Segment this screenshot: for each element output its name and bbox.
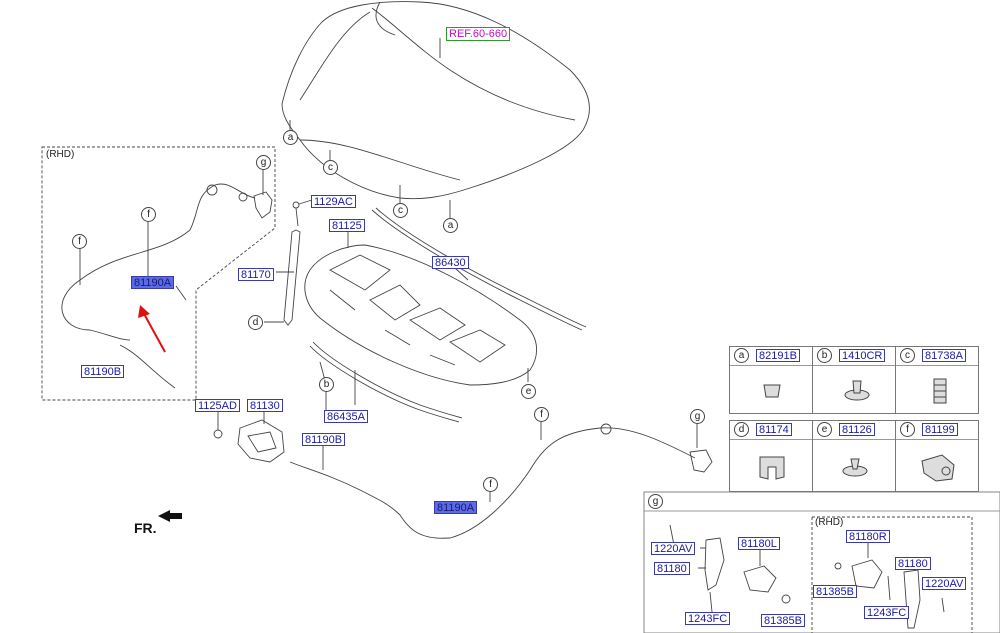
callout-f: f <box>141 207 156 222</box>
legend-cell-b: b 1410CR <box>812 346 896 414</box>
part-86435A[interactable]: 86435A <box>324 410 368 423</box>
part-86430[interactable]: 86430 <box>432 256 469 269</box>
callout-c: c <box>393 203 408 218</box>
callout-d: d <box>248 315 263 330</box>
push-clip-icon <box>763 384 781 398</box>
legend-part[interactable]: 81174 <box>756 423 792 436</box>
legend-part[interactable]: 81199 <box>922 423 958 436</box>
part-1220AV[interactable]: 1220AV <box>922 577 967 590</box>
fr-arrow <box>158 510 182 522</box>
middle-cable <box>289 427 696 539</box>
insulator-pad <box>304 244 537 386</box>
rod-holder-icon <box>759 456 785 480</box>
part-81385B[interactable]: 81385B <box>761 614 805 627</box>
pointer-arrow <box>142 311 166 353</box>
legend-letter: f <box>900 422 915 437</box>
legend-part[interactable]: 82191B <box>756 349 800 362</box>
part-1129AC[interactable]: 1129AC <box>311 195 356 208</box>
legend-part[interactable]: 1410CR <box>839 349 886 362</box>
rhd-region <box>41 146 276 401</box>
left-cable <box>61 183 256 331</box>
fr-label: FR. <box>134 520 157 536</box>
legend-letter: a <box>734 348 749 363</box>
rhd-label: (RHD) <box>46 149 75 160</box>
legend-cell-e: e 81126 <box>812 420 896 492</box>
rhd-label: (RHD) <box>815 517 844 528</box>
catch-left <box>253 191 273 219</box>
detail-g-letter: g <box>648 494 663 509</box>
legend-cell-d: d 81174 <box>729 420 813 492</box>
catch-right <box>689 449 713 473</box>
part-81180[interactable]: 81180 <box>654 562 690 575</box>
part-1243FC[interactable]: 1243FC <box>685 612 731 625</box>
part-81180L[interactable]: 81180L <box>738 537 780 550</box>
legend-letter: b <box>817 348 832 363</box>
callout-f: f <box>483 477 498 492</box>
callout-g: g <box>256 155 271 170</box>
callout-f: f <box>72 234 87 249</box>
legend-cell-c: c 81738A <box>895 346 979 414</box>
callout-a: a <box>283 130 298 145</box>
hood-panel <box>281 1 590 200</box>
part-81190B[interactable]: 81190B <box>81 365 125 378</box>
callout-f: f <box>534 407 549 422</box>
legend-letter: d <box>734 422 749 437</box>
legend-letter: c <box>900 348 915 363</box>
seal-86430 <box>371 209 583 331</box>
bumper-stop-icon <box>933 378 947 404</box>
part-1220AV[interactable]: 1220AV <box>651 542 696 555</box>
callout-g: g <box>690 409 705 424</box>
detail-g-panel <box>643 491 1000 633</box>
legend-cell-a: a 82191B <box>729 346 813 414</box>
legend-part[interactable]: 81738A <box>922 349 966 362</box>
stay-rod <box>283 229 301 326</box>
legend-part[interactable]: 81126 <box>839 423 875 436</box>
part-81180[interactable]: 81180 <box>895 557 931 570</box>
part-81190A[interactable]: 81190A <box>131 276 175 289</box>
rivet-clip-icon <box>844 380 870 401</box>
legend-letter: e <box>817 422 832 437</box>
part-81190B[interactable]: 81190B <box>302 433 346 446</box>
part-81180R[interactable]: 81180R <box>846 530 890 543</box>
part-1125AD[interactable]: 1125AD <box>195 399 240 412</box>
latch-81130 <box>237 419 285 463</box>
callout-e: e <box>521 384 536 399</box>
seal-86435A <box>312 341 463 419</box>
legend-cell-f: f 81199 <box>895 420 979 492</box>
callout-b: b <box>319 377 334 392</box>
fastener-clip-icon <box>842 458 868 477</box>
cable-clip-icon <box>921 454 955 482</box>
callout-a: a <box>443 218 458 233</box>
ref-label: REF.60-660 <box>446 27 511 41</box>
part-81130[interactable]: 81130 <box>247 399 283 412</box>
part-1243FC[interactable]: 1243FC <box>864 606 910 619</box>
part-81190A[interactable]: 81190A <box>434 501 478 514</box>
part-81125[interactable]: 81125 <box>329 219 365 232</box>
callout-c: c <box>323 160 338 175</box>
part-81385B[interactable]: 81385B <box>813 585 857 598</box>
part-81170[interactable]: 81170 <box>238 268 274 281</box>
